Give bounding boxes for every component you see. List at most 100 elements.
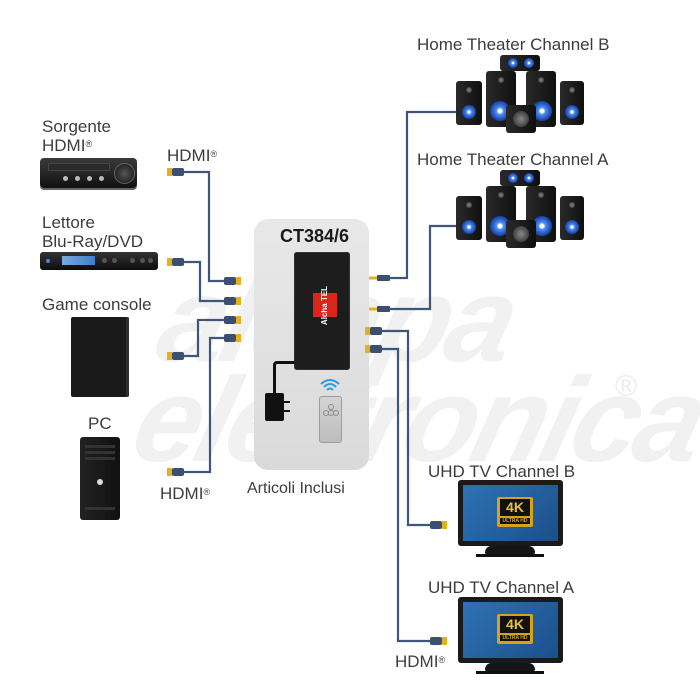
center-speaker xyxy=(500,55,540,71)
woofer xyxy=(565,220,579,234)
tweeter xyxy=(498,77,504,83)
tv-stand xyxy=(485,663,535,671)
subwoofer xyxy=(506,105,536,133)
woofer xyxy=(462,105,476,119)
audio-jack-icon xyxy=(369,275,390,281)
source-label-line1: Lettore xyxy=(42,213,95,232)
audio-cable-home-theater-b xyxy=(390,110,456,280)
center-speaker xyxy=(500,170,540,186)
hdmi-cable-label-bottom-right: HDMI® xyxy=(395,652,446,671)
speaker xyxy=(526,186,556,242)
power-adapter-icon xyxy=(265,393,284,421)
brand-logo: Alcha TEL xyxy=(313,285,337,325)
hdmi-plug-icon xyxy=(430,521,447,529)
hdmi-plug-icon xyxy=(167,258,184,266)
bluray-player-icon xyxy=(40,252,158,270)
drive-bay xyxy=(85,451,115,454)
hdmi-plug-icon xyxy=(167,168,184,176)
bluray-button xyxy=(130,258,135,263)
game-console-icon xyxy=(71,317,129,397)
tv-screen: 4K ULTRA HD xyxy=(463,485,558,541)
drive-bay xyxy=(85,507,115,510)
tweeter xyxy=(498,192,504,198)
hdmi-cable-console xyxy=(180,318,234,358)
tweeter xyxy=(538,192,544,198)
woofer xyxy=(565,105,579,119)
hdmi-cable-pc xyxy=(180,336,234,474)
tweeter xyxy=(466,202,472,208)
bluray-display xyxy=(62,256,95,265)
pc-logo xyxy=(97,479,103,485)
hdmi-plug-icon xyxy=(167,468,184,476)
included-items-label: Articoli Inclusi xyxy=(247,480,345,497)
woofer xyxy=(508,58,518,68)
receiver-button xyxy=(87,176,92,181)
hdmi-plug-icon xyxy=(224,297,241,305)
drive-bay xyxy=(85,445,115,448)
hdmi-cable-bluray xyxy=(180,260,234,303)
tv-screen: 4K ULTRA HD xyxy=(463,602,558,658)
woofer xyxy=(462,220,476,234)
woofer xyxy=(508,173,518,183)
receiver-button xyxy=(99,176,104,181)
uhd-tv-icon: 4K ULTRA HD xyxy=(458,480,563,546)
tv-foot xyxy=(476,554,544,557)
output-label-uhd-tv-b: UHD TV Channel B xyxy=(428,462,576,481)
output-label-home-theater-b: Home Theater Channel B xyxy=(417,35,610,54)
source-label-hdmi: Sorgente HDMI® xyxy=(42,117,111,155)
speaker xyxy=(560,196,584,240)
speaker xyxy=(456,196,482,240)
hdmi-cable-label-top: HDMI® xyxy=(167,146,218,165)
source-label-line1: Sorgente xyxy=(42,117,111,136)
receiver-volume-knob xyxy=(114,163,135,184)
bluray-button xyxy=(140,258,145,263)
hdmi-cable-tv-a xyxy=(382,347,442,643)
device-model-title: CT384/6 xyxy=(280,226,350,246)
receiver-display xyxy=(48,163,110,171)
hdmi-plug-icon xyxy=(224,277,241,285)
hdmi-plug-icon xyxy=(430,637,447,645)
plug-pin-icon xyxy=(284,401,290,403)
source-label-bluray: Lettore Blu-Ray/DVD xyxy=(42,213,143,251)
woofer xyxy=(532,101,552,121)
hdmi-plug-icon xyxy=(365,327,382,335)
output-label-uhd-tv-a: UHD TV Channel A xyxy=(428,578,575,597)
hdmi-plug-icon xyxy=(224,334,241,342)
plug-pin-icon xyxy=(284,410,290,412)
power-led xyxy=(46,259,50,263)
remote-button xyxy=(328,404,334,410)
hdmi-cable-source xyxy=(180,170,234,283)
hdmi-plug-icon xyxy=(167,352,184,360)
woofer xyxy=(490,101,510,121)
bluray-button xyxy=(102,258,107,263)
hdmi-cable-tv-b xyxy=(382,329,442,527)
source-label-game-console: Game console xyxy=(42,295,152,314)
tweeter xyxy=(569,87,575,93)
speaker xyxy=(560,81,584,125)
badge-ultrahd-text: ULTRA HD xyxy=(500,518,530,524)
woofer xyxy=(524,58,534,68)
hdmi-cable-label-bottom-left: HDMI® xyxy=(160,484,211,503)
power-cord-icon xyxy=(273,361,295,394)
source-label-line2: Blu-Ray/DVD xyxy=(42,232,144,251)
watermark-registered-symbol: ® xyxy=(615,370,638,403)
tv-stand xyxy=(485,546,535,554)
woofer xyxy=(490,216,510,236)
subwoofer xyxy=(506,220,536,248)
woofer xyxy=(532,216,552,236)
speaker xyxy=(456,81,482,125)
uhd-tv-icon: 4K ULTRA HD xyxy=(458,597,563,663)
4k-ultra-hd-badge: 4K ULTRA HD xyxy=(497,497,533,527)
output-label-home-theater-a: Home Theater Channel A xyxy=(417,150,609,169)
source-label-line2: HDMI® xyxy=(42,136,93,155)
source-label-pc: PC xyxy=(88,414,112,433)
wireless-signal-icon xyxy=(320,379,340,391)
av-receiver-icon xyxy=(40,158,137,188)
4k-ultra-hd-badge: 4K ULTRA HD xyxy=(497,614,533,644)
home-theater-speakers-icon xyxy=(456,170,586,250)
bluray-button xyxy=(112,258,117,263)
tweeter xyxy=(569,202,575,208)
bluray-button xyxy=(148,258,153,263)
receiver-button xyxy=(63,176,68,181)
